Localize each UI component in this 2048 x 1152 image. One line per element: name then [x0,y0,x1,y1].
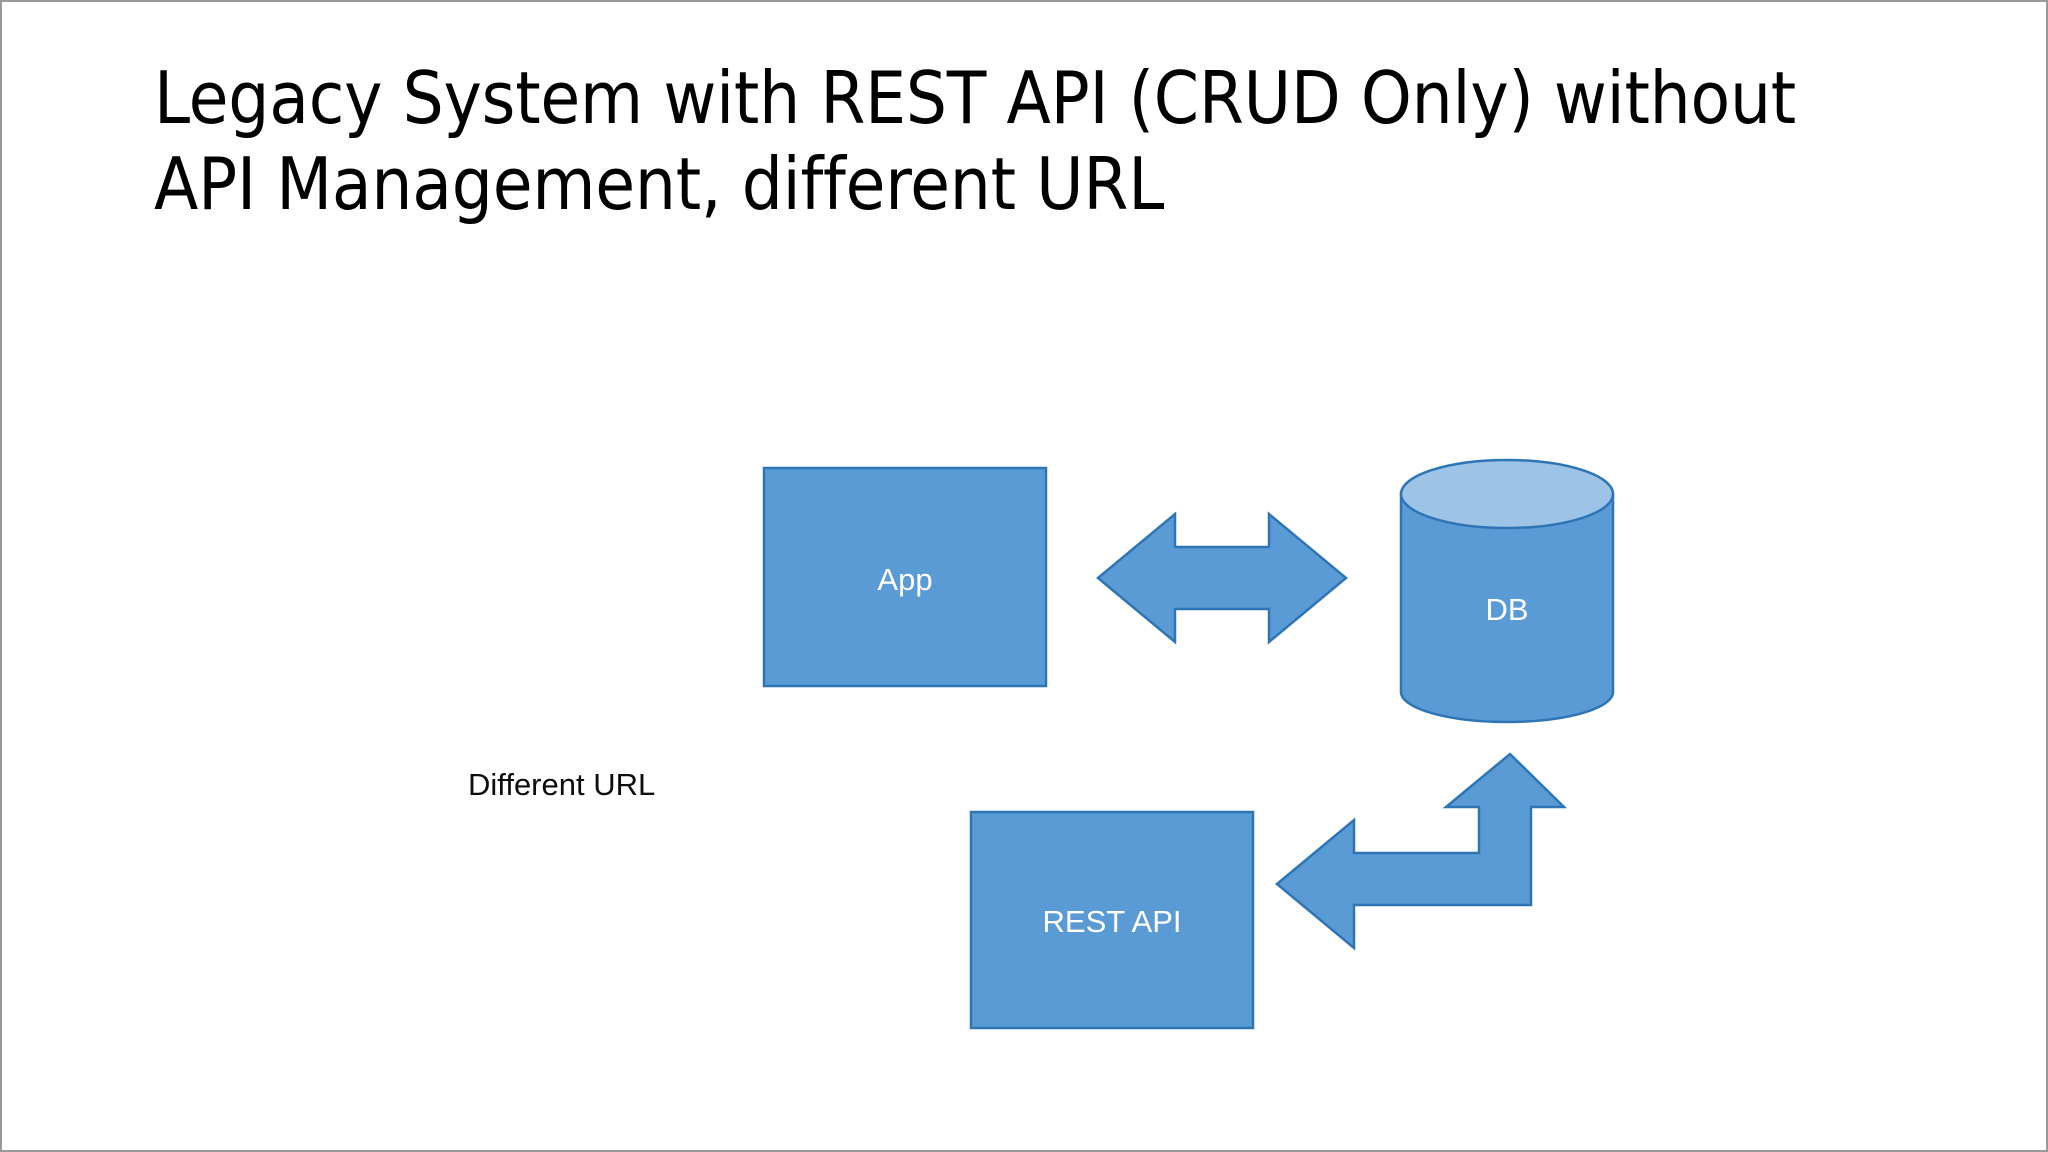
different-url-note: Different URL [468,767,656,802]
page-title: Legacy System with REST API (CRUD Only) … [154,62,1914,220]
connector-db-restapi-elbow[interactable] [1275,752,1568,951]
node-db-cylinder-body[interactable] [1399,492,1615,724]
title-line-1: Legacy System with REST API (CRUD Only) … [154,56,1796,140]
node-db-cylinder-top [1399,458,1615,530]
node-rest-api-rect[interactable] [969,810,1255,1030]
title-line-2: API Management, different URL [154,142,1165,226]
node-app-rect[interactable] [762,466,1048,688]
connector-app-db-arrow[interactable] [1096,511,1348,645]
